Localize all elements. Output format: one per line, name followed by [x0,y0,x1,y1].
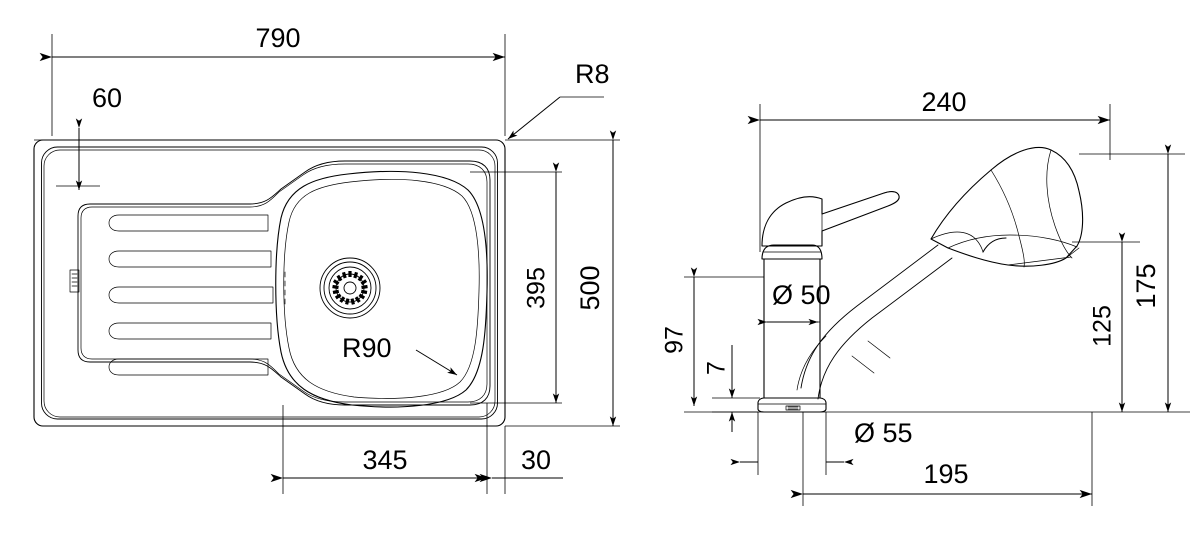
dim-body-diameter: Ø 50 [757,280,831,326]
dim-edge-offset: 30 [479,426,563,494]
dim-label-r90: R90 [342,333,392,363]
dim-label-r8: R8 [575,59,610,89]
dim-spray-high: 175 [1079,144,1185,412]
sink-bowl-inner [283,179,480,399]
dim-label-7: 7 [703,361,731,375]
dim-label-195: 195 [923,459,968,489]
dim-spout-offset: 195 [790,412,1093,506]
dim-label-395: 395 [523,267,551,309]
dim-label-500: 500 [575,265,605,310]
dim-bowl-width: 345 [270,403,488,494]
dim-corner-radius-r8: R8 [507,59,610,140]
dim-label-175: 175 [1131,263,1161,308]
dim-label-345: 345 [362,445,407,475]
dim-label-97: 97 [661,326,689,354]
dim-rim-offset: 60 [34,83,122,190]
overflow-slot [69,269,80,293]
pull-out-spray-head [930,146,1084,268]
dim-bowl-radius-r90: R90 [342,333,458,376]
dim-overall-width: 790 [39,23,506,136]
sink-inner-rim [41,146,498,420]
dim-label-d50: Ø 50 [772,280,831,310]
dim-label-30: 30 [521,445,551,475]
sink-inner-rim-offset [43,149,496,418]
sink-outer-rim [33,139,506,427]
faucet-collar [761,244,823,260]
dim-label-125: 125 [1089,305,1117,347]
sink-view: 790 60 R8 395 500 [33,23,620,494]
faucet-base-plate [757,397,827,413]
sink-bowl [275,170,488,408]
dim-faucet-body-height: 97 [661,267,764,406]
dim-overall-depth: 500 [505,130,620,427]
dim-spray-low: 125 [1072,232,1140,412]
dim-label-d55: Ø 55 [854,418,913,448]
dim-faucet-reach: 240 [747,87,1111,252]
dim-base-diameter: Ø 55 [730,412,913,475]
drain-strainer [319,257,381,319]
dim-label-240: 240 [921,87,966,117]
dim-base-thickness: 7 [703,345,760,432]
dim-label-790: 790 [255,23,300,53]
faucet-view: 240 97 7 Ø 50 Ø 55 [661,87,1190,506]
dim-bowl-height: 395 [470,162,562,404]
faucet-head-and-handle [761,191,900,247]
drainboard-recess-offset [80,163,488,403]
spray-hose [796,244,953,400]
drainboard-grooves [108,214,274,376]
dim-label-60: 60 [92,83,122,113]
drainboard-recess [77,160,491,406]
